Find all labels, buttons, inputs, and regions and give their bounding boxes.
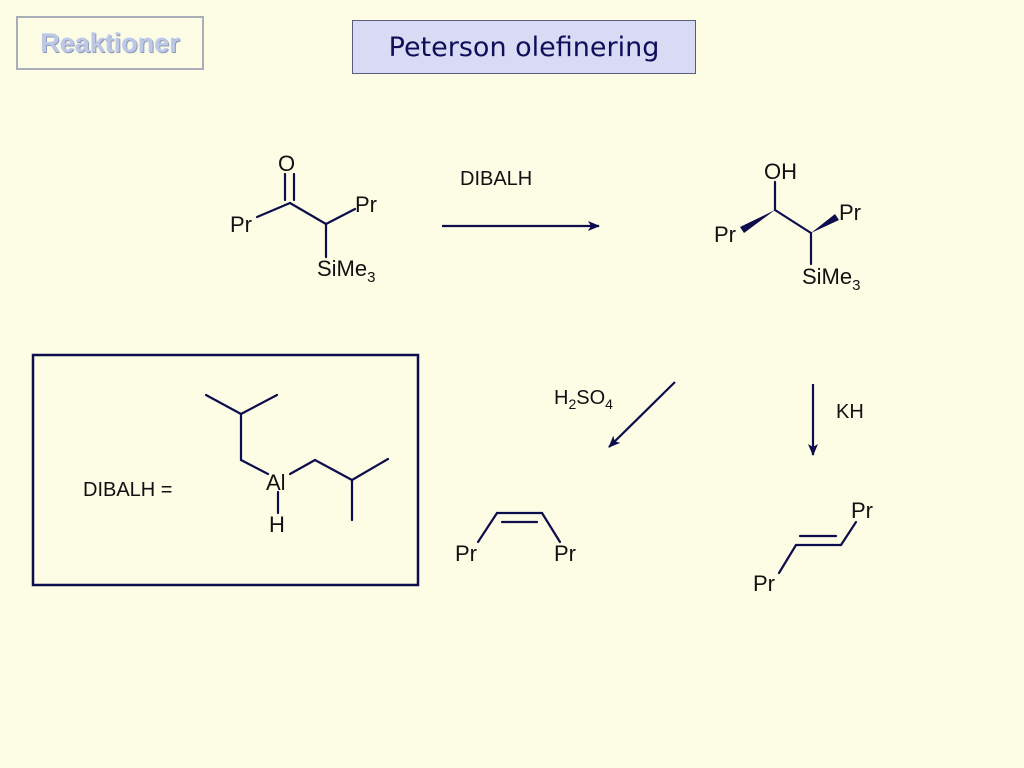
e-alkene-structure xyxy=(777,520,858,575)
e-alkene-pr-bottom-label: Pr xyxy=(753,571,775,596)
z-alkene-structure xyxy=(476,511,562,544)
ketone-pr-left-label: Pr xyxy=(230,212,252,237)
reagent-dibalh-label: DIBALH xyxy=(460,168,532,190)
hydride-label: H xyxy=(269,512,285,537)
nav-label: Reaktioner xyxy=(40,27,180,58)
reagent-kh-label: KH xyxy=(836,401,864,423)
hydroxysilane-sime3-label: SiMe3 xyxy=(802,264,860,294)
ketone-sime3-label: SiMe3 xyxy=(317,256,375,286)
z-alkene-pr-left-label: Pr xyxy=(455,541,477,566)
reagent-h2so4-label: H2SO4 xyxy=(554,387,613,412)
z-alkene-pr-right-label: Pr xyxy=(554,541,576,566)
hydroxysilane-pr-right-label: Pr xyxy=(839,200,861,225)
oh-label: OH xyxy=(764,159,797,184)
reaction-arrow-acid xyxy=(608,381,676,448)
wedge-bond-left xyxy=(740,210,775,233)
dibalh-equals-label: DIBALH = xyxy=(83,479,172,501)
ketone-structure xyxy=(255,172,357,259)
e-alkene-pr-top-label: Pr xyxy=(851,498,873,523)
aluminum-label: Al xyxy=(266,470,286,495)
ketone-pr-right-label: Pr xyxy=(355,192,377,217)
hydroxysilane-pr-left-label: Pr xyxy=(714,222,736,247)
hydroxysilane-structure xyxy=(773,180,813,266)
slide-title-box: Peterson olefinering xyxy=(352,20,696,74)
ketone-oxygen-label: O xyxy=(278,151,295,176)
dibalh-structure xyxy=(204,393,390,522)
slide-title: Peterson olefinering xyxy=(388,31,660,63)
wedge-bond-right xyxy=(811,214,839,233)
dibalh-definition-box xyxy=(31,353,420,587)
nav-button-reaktioner[interactable]: Reaktioner xyxy=(16,16,204,70)
